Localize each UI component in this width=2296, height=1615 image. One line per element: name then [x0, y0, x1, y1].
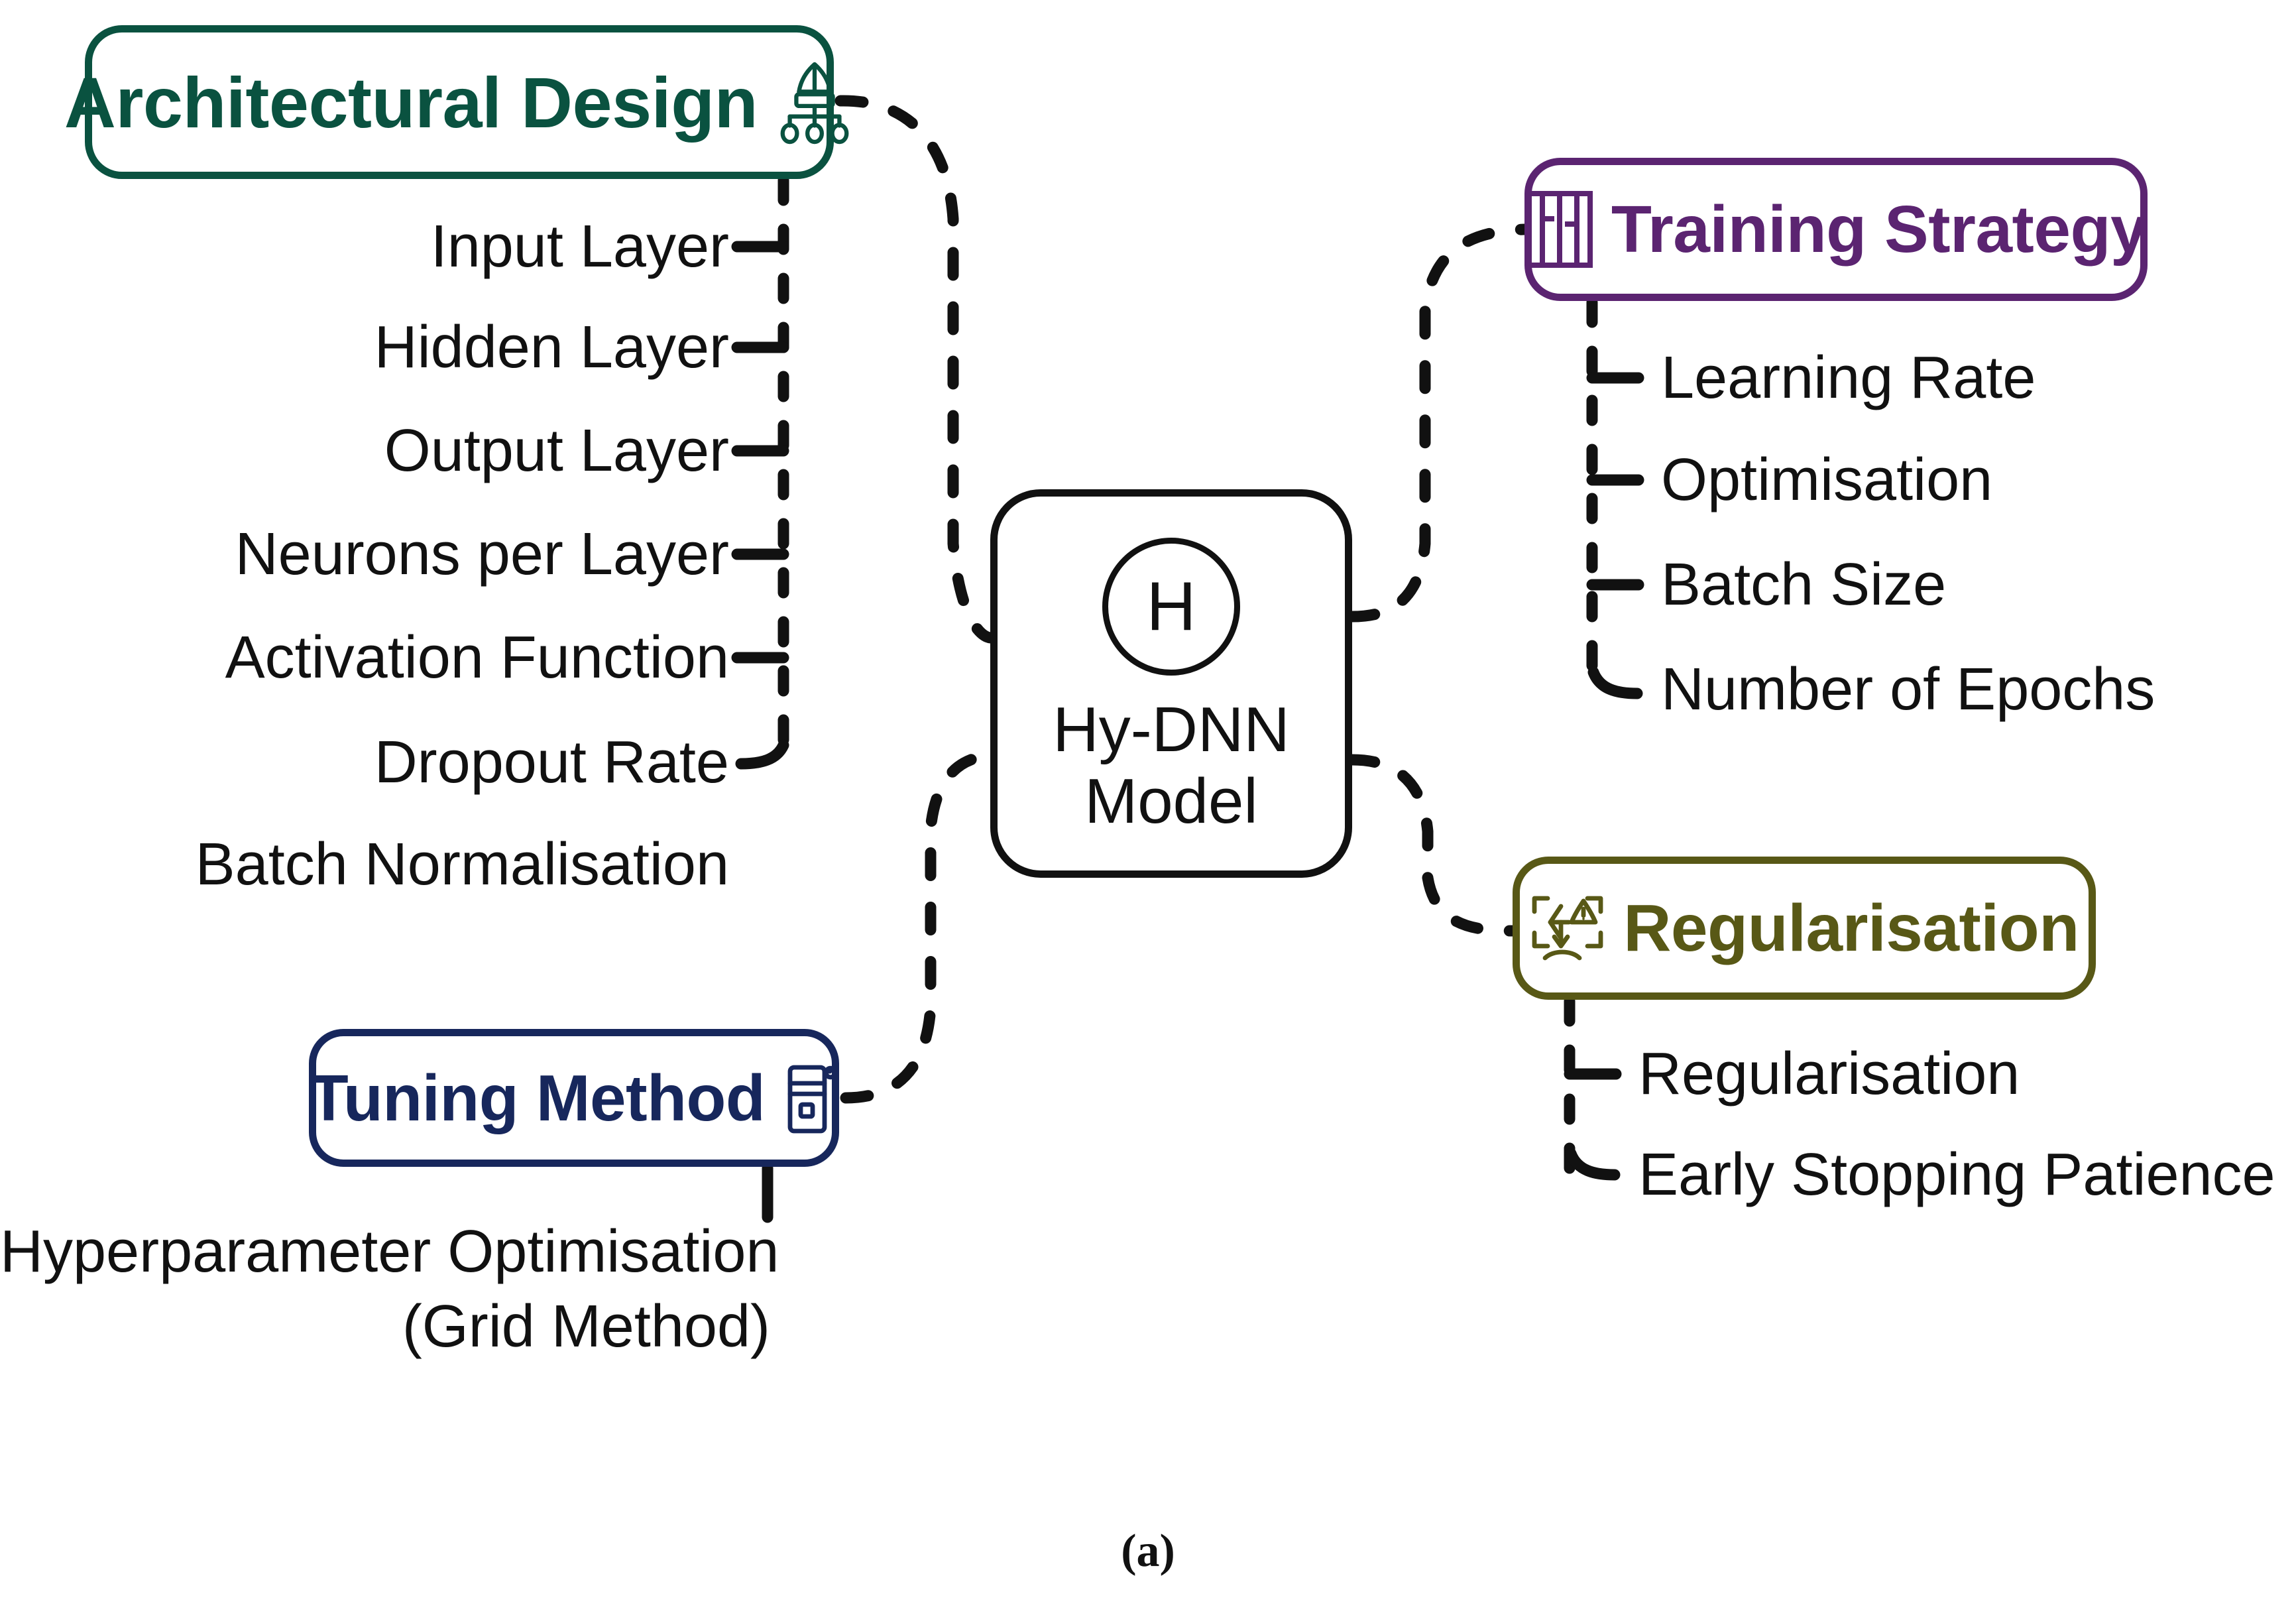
branch-box-architectural-design[interactable]: Architectural Design	[64, 25, 849, 179]
leaf-regularisation-early-stopping-patience: Early Stopping Patience	[1638, 1142, 2275, 1208]
branch-label-architectural-design: Architectural Design	[64, 62, 758, 143]
leaf-training-optimisation: Optimisation	[1661, 447, 1993, 513]
center-node-hy-dnn-model[interactable]: H Hy-DNN Model	[990, 489, 1352, 878]
connector-center-to-training	[1346, 223, 1530, 623]
branch-label-training-strategy: Training Strategy	[1611, 192, 2148, 267]
warning-scan-icon	[1529, 889, 1606, 967]
branch-box-tuning-method[interactable]: Tuning Method	[309, 1029, 839, 1167]
connector-architectural-to-center	[834, 95, 996, 644]
chart-bars-icon	[1525, 190, 1594, 269]
leaf-regularisation-regularisation: Regularisation	[1638, 1041, 2020, 1107]
leaf-architectural-input-layer: Input Layer	[430, 213, 729, 280]
leaf-architectural-hidden-layer: Hidden Layer	[374, 314, 729, 381]
leaf-training-batch-size: Batch Size	[1661, 552, 1947, 618]
leaf-architectural-output-layer: Output Layer	[384, 418, 729, 484]
tuner-icon	[782, 1059, 839, 1136]
leaf-tuning-line2: (Grid Method)	[402, 1293, 770, 1360]
leaf-architectural-activation-function: Activation Function	[225, 625, 729, 691]
hierarchy-icon	[775, 59, 854, 145]
connector-center-to-regularisation	[1346, 754, 1519, 937]
leaf-architectural-dropout-rate: Dropout Rate	[374, 729, 729, 796]
stub-training-4	[1587, 666, 1643, 699]
center-badge-h: H	[1102, 538, 1240, 676]
stub-architectural-6	[735, 739, 789, 770]
branch-label-regularisation: Regularisation	[1623, 890, 2079, 965]
leaf-architectural-neurons-per-layer: Neurons per Layer	[235, 521, 729, 587]
leaf-architectural-batch-normalisation: Batch Normalisation	[195, 831, 729, 898]
center-node-title: Hy-DNN Model	[1053, 694, 1289, 837]
center-node-title-line1: Hy-DNN	[1053, 694, 1290, 765]
leaf-training-learning-rate: Learning Rate	[1661, 345, 2036, 411]
branch-box-training-strategy[interactable]: Training Strategy	[1524, 158, 2148, 301]
leaf-tuning-hyperparameter-optimisation: Hyperparameter Optimisation (Grid Method…	[0, 1215, 779, 1364]
stub-regularisation-2	[1565, 1148, 1621, 1181]
branch-box-regularisation[interactable]: Regularisation	[1513, 857, 2096, 1000]
branch-label-tuning-method: Tuning Method	[308, 1061, 766, 1134]
center-node-title-line2: Model	[1084, 765, 1258, 837]
leaf-tuning-line1: Hyperparameter Optimisation	[0, 1219, 779, 1285]
connector-tuning-to-center	[840, 750, 996, 1104]
figure-caption: (a)	[1121, 1525, 1175, 1577]
leaf-training-number-of-epochs: Number of Epochs	[1661, 656, 2155, 723]
